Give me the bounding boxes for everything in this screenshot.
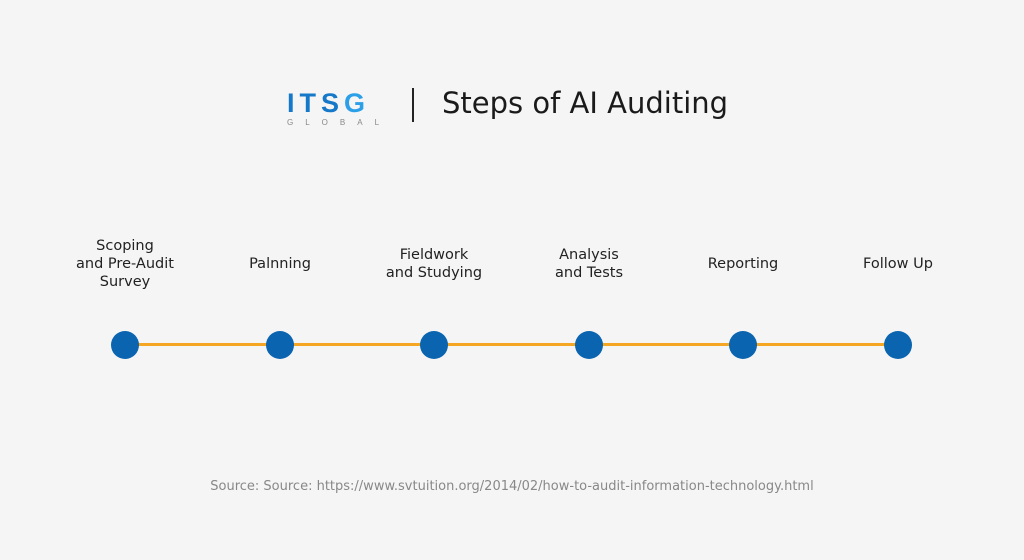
step-label: Analysis and Tests: [509, 234, 669, 294]
timeline-line: [125, 343, 898, 346]
step-label-text: Follow Up: [863, 256, 933, 272]
title-divider: [412, 88, 414, 122]
step-dot: [266, 331, 294, 359]
logo-text: ITS: [287, 88, 345, 118]
step-label: Reporting: [663, 234, 823, 294]
source-caption: Source: Source: https://www.svtuition.or…: [210, 479, 814, 494]
step-dot: [420, 331, 448, 359]
step-label-text: Fieldwork and Studying: [385, 247, 483, 281]
itsg-logo: ITSG GLOBAL: [287, 88, 392, 128]
step-dot: [575, 331, 603, 359]
page-title: Steps of AI Auditing: [442, 86, 729, 120]
logo-subtext: GLOBAL: [287, 118, 392, 127]
logo-text-g: G: [344, 88, 371, 118]
step-label: Follow Up: [818, 234, 978, 294]
step-label-text: Analysis and Tests: [555, 247, 623, 281]
step-dot: [884, 331, 912, 359]
step-label: Palnning: [200, 234, 360, 294]
step-label-text: Palnning: [249, 256, 311, 272]
step-label-text: Reporting: [707, 256, 779, 272]
step-label-text: Scoping and Pre-Audit Survey: [76, 238, 174, 290]
step-label: Fieldwork and Studying: [354, 234, 514, 294]
step-label: Scoping and Pre-Audit Survey: [45, 234, 205, 294]
step-dot: [111, 331, 139, 359]
step-dot: [729, 331, 757, 359]
